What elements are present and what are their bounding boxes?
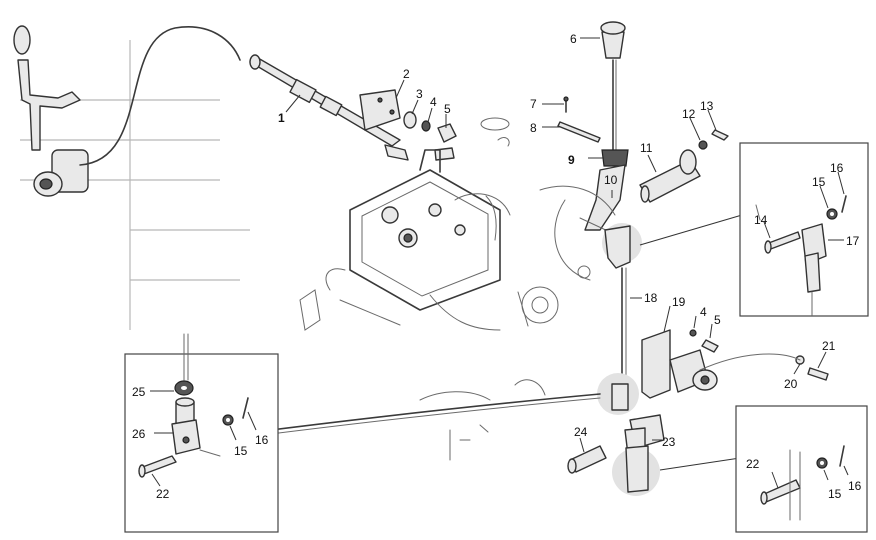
callout-16-left: 16 — [255, 433, 269, 447]
control-cable — [79, 26, 241, 166]
tie-rod — [254, 379, 601, 461]
callout-21: 21 — [822, 339, 836, 353]
callout-4: 4 — [430, 95, 437, 109]
callout-22-left: 22 — [156, 487, 170, 501]
callout-16-lower: 16 — [848, 479, 862, 493]
callout-labels: 1 2 3 4 5 6 7 8 9 10 11 12 13 14 15 16 1… — [132, 32, 862, 501]
callout-18: 18 — [644, 291, 658, 305]
callout-6: 6 — [570, 32, 577, 46]
callout-17: 17 — [846, 234, 860, 248]
callout-19: 19 — [672, 295, 686, 309]
callout-5-right: 5 — [714, 313, 721, 327]
callout-26: 26 — [132, 427, 146, 441]
callout-10: 10 — [604, 173, 618, 187]
callout-16-upper: 16 — [830, 161, 844, 175]
detail-box-lower-left — [124, 333, 279, 533]
hand-lever-assembly — [13, 25, 241, 197]
callout-25: 25 — [132, 385, 146, 399]
callout-14: 14 — [754, 213, 768, 227]
callout-8: 8 — [530, 121, 537, 135]
callout-12: 12 — [682, 107, 696, 121]
gear-shift-knob-icon — [601, 31, 625, 59]
callout-15-lower: 15 — [828, 487, 842, 501]
callout-2: 2 — [403, 67, 410, 81]
shift-linkage-assembly — [480, 21, 829, 496]
callout-13: 13 — [700, 99, 714, 113]
leader-lines — [150, 37, 849, 489]
callout-15-upper: 15 — [812, 175, 826, 189]
shaft-assembly — [249, 54, 457, 161]
hand-lever-icon — [17, 59, 81, 151]
cotter-pin-icon — [841, 195, 847, 213]
callout-1: 1 — [278, 111, 285, 125]
callout-15-left: 15 — [234, 444, 248, 458]
callout-5: 5 — [444, 102, 451, 116]
callout-24: 24 — [574, 425, 588, 439]
callout-11: 11 — [640, 141, 653, 155]
callout-4-right: 4 — [700, 305, 707, 319]
callout-23: 23 — [662, 435, 676, 449]
callout-7: 7 — [530, 97, 537, 111]
callout-20: 20 — [784, 377, 798, 391]
callout-22-right: 22 — [746, 457, 760, 471]
detail-box-upper-right — [739, 142, 869, 317]
callout-3: 3 — [416, 87, 423, 101]
clevis-icon — [801, 223, 827, 265]
gearbox-housing — [299, 149, 511, 331]
callout-9: 9 — [568, 153, 575, 167]
